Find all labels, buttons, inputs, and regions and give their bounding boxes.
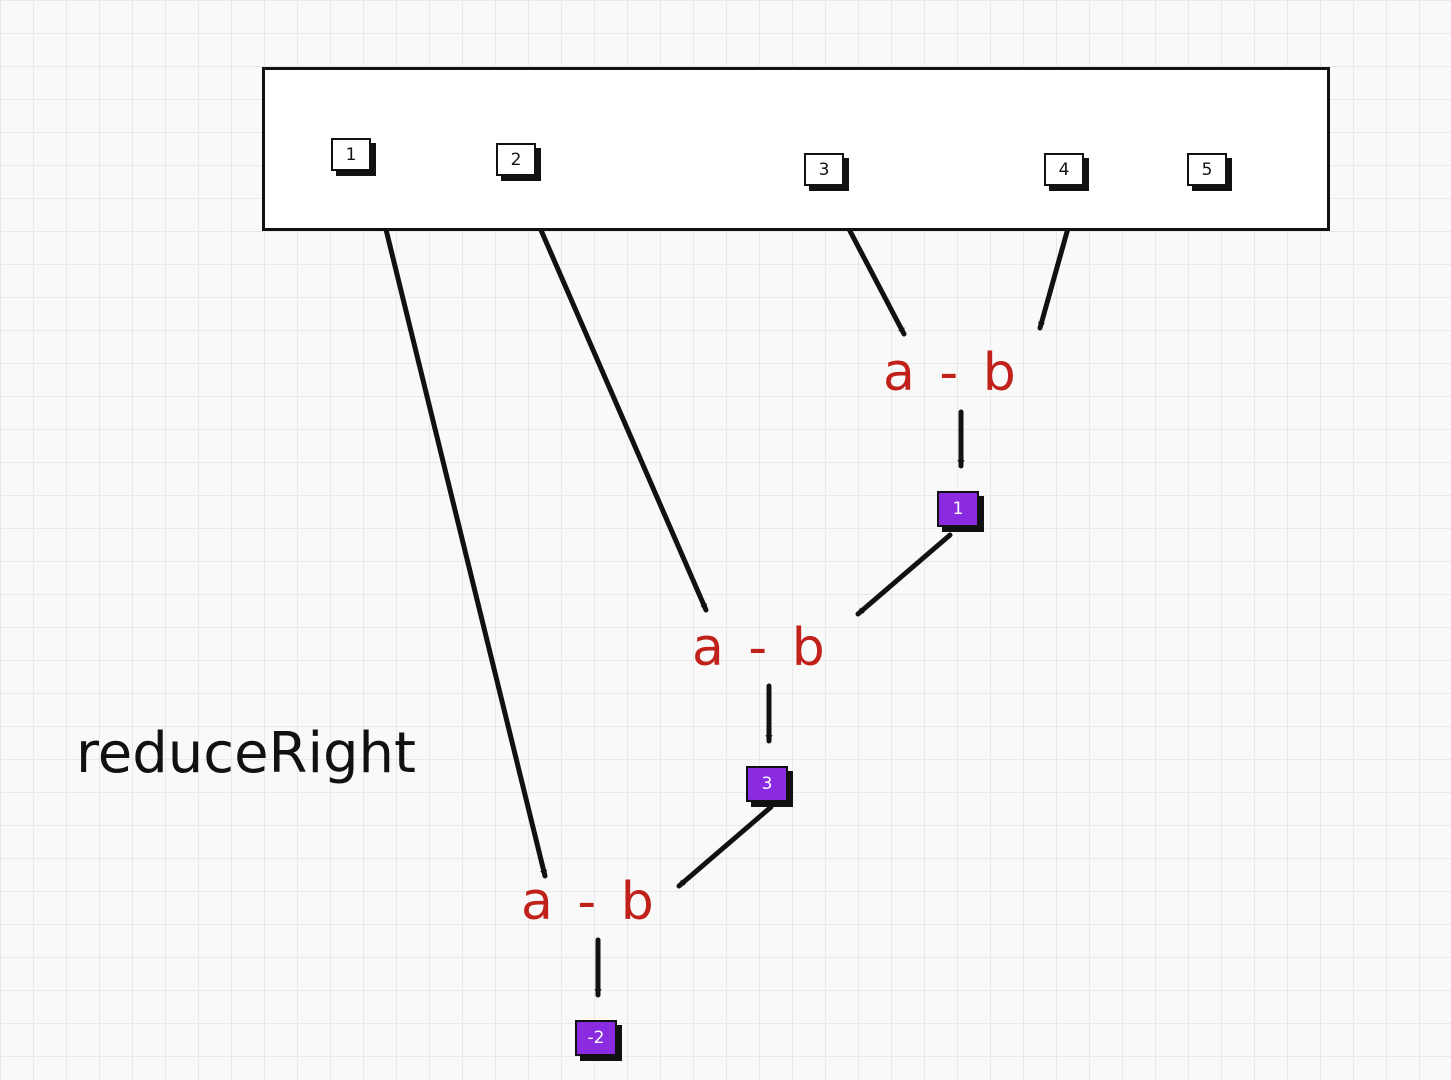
array-element-2: 2 [496, 143, 536, 176]
arrow-element-2-to-op-2 [531, 211, 709, 613]
diagram-caption: reduceRight [76, 721, 416, 786]
operation-label-1: a - b [883, 343, 1020, 403]
operation-label-3: a - b [521, 872, 658, 932]
array-element-5: 5 [1187, 153, 1227, 186]
array-element-4: 4 [1044, 153, 1084, 186]
result-badge-1: 1 [937, 491, 979, 527]
arrow-element-1-to-op-3 [375, 194, 548, 879]
result-badge-2: 3 [746, 766, 788, 802]
arrow-element-4-to-op-1 [1037, 211, 1075, 331]
array-element-1: 1 [331, 138, 371, 171]
array-container [262, 67, 1330, 231]
array-element-3: 3 [804, 153, 844, 186]
arrow-result-1-to-op-2 [855, 532, 953, 617]
result-badge-3: -2 [575, 1020, 617, 1056]
operation-label-2: a - b [692, 618, 829, 678]
arrow-result-2-to-op-3 [676, 804, 774, 889]
